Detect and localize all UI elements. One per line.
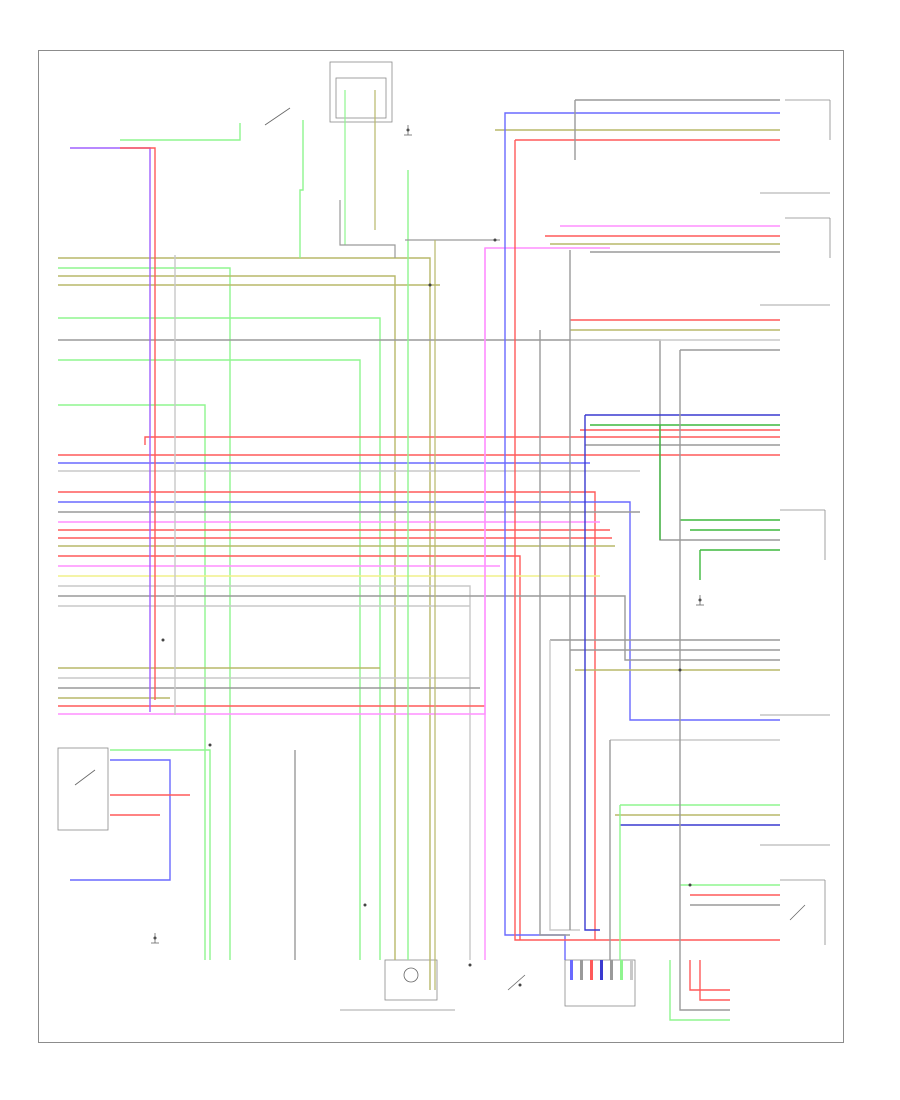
wire-blue-r2 [504, 125, 566, 960]
wire-green-2 [58, 317, 381, 960]
wire-green-4 [58, 404, 206, 960]
wire-gray-r12 [539, 330, 570, 936]
ground-symbols [151, 125, 704, 944]
wire-gray-1 [58, 339, 780, 541]
ac-switch-blade [507, 974, 526, 991]
wire-red-3 [58, 491, 596, 940]
instrument-lamp [403, 967, 419, 983]
wire-ss-gray [339, 200, 396, 258]
speed-sensor-wires [339, 90, 500, 990]
engine-speed-sensor-box [329, 61, 393, 123]
right-harness [484, 99, 780, 1021]
wire-green-r7 [669, 960, 730, 1021]
pin-4 [600, 960, 603, 980]
wire-olive-2 [58, 275, 396, 960]
wire-gray-4 [58, 585, 471, 960]
pin-3 [590, 960, 593, 980]
instrument-cluster-box [384, 959, 438, 1001]
pin-1 [570, 960, 573, 980]
engine-speed-sensor-inner [335, 77, 387, 119]
fuel-pump-relay-box [57, 747, 109, 831]
wire-green-3 [58, 359, 361, 960]
wire-blue-2 [58, 501, 780, 721]
wire-green-6 [299, 120, 304, 258]
pin-2 [580, 960, 583, 980]
wire-blue-3 [70, 759, 171, 881]
wire-red-r2 [514, 140, 780, 941]
junction-4 [208, 743, 212, 747]
pin-5 [610, 960, 613, 980]
ecm-connector-pins [570, 960, 633, 980]
wire-purple-1 [70, 147, 151, 712]
pin-6 [620, 960, 623, 980]
wire-gray-r13 [549, 640, 580, 931]
wire-gray-r11 [679, 960, 730, 1011]
wire-red-1 [144, 436, 780, 445]
junction-11 [468, 963, 472, 967]
wire-green-5 [120, 123, 241, 141]
wire-blue-r1 [504, 112, 780, 125]
junction-1 [428, 283, 432, 287]
junction-12 [518, 983, 522, 987]
diagram-frame [38, 50, 844, 1043]
tcm-switch-blade [789, 904, 806, 921]
wire-green-8 [110, 749, 211, 960]
harness-wires [58, 120, 780, 990]
fuel-pump-relay-blade [74, 769, 96, 786]
junction-3 [161, 638, 165, 642]
junction-5 [493, 238, 497, 242]
component-outlines [57, 61, 831, 1011]
wire-green-1 [58, 267, 231, 960]
junction-6 [688, 883, 692, 887]
wire-red-6 [58, 555, 521, 940]
wire-red-r9 [699, 960, 730, 1001]
wire-red-r8 [689, 960, 730, 991]
junction-7 [678, 668, 682, 672]
wire-olive-1 [58, 257, 431, 990]
junction-10 [363, 903, 367, 907]
pin-7 [630, 960, 633, 980]
brake-switch-blade [264, 107, 291, 126]
wire-gray-5 [58, 595, 780, 661]
wire-dblue-r2 [584, 415, 600, 931]
wire-red-8 [120, 147, 156, 700]
switch-symbols [74, 107, 806, 991]
